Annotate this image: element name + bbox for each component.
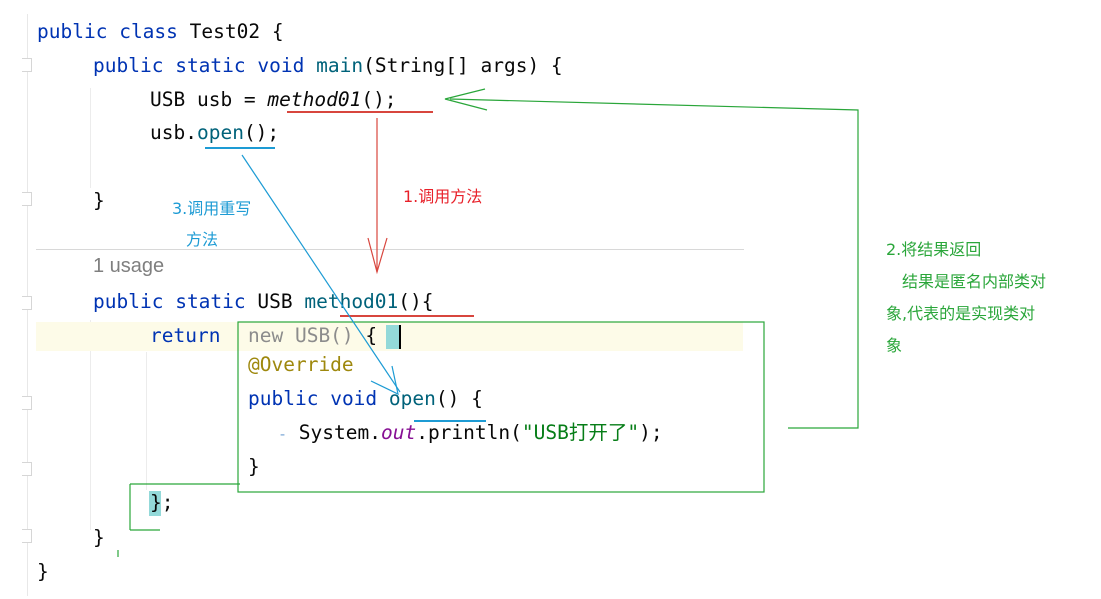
return-arrow-path bbox=[449, 98, 859, 429]
method-separator bbox=[36, 249, 744, 250]
step2-label-line2: 结果是匿名内部类对 bbox=[902, 272, 1047, 291]
anonymous-class-box bbox=[237, 321, 765, 493]
return-arrow-head bbox=[444, 88, 488, 111]
override-arrow-shaft bbox=[241, 154, 401, 393]
method01-decl-name: method01 bbox=[304, 290, 399, 313]
fold-marker[interactable] bbox=[22, 296, 32, 310]
usage-hint[interactable]: 1 usage bbox=[93, 255, 165, 277]
code-line-usb-assign[interactable]: USB usb = method01(); bbox=[150, 88, 397, 111]
step3-label-line2: 方法 bbox=[186, 230, 219, 249]
step3-label-line1: 3.调用重写 bbox=[172, 199, 252, 218]
code-editor[interactable]: public class Test02 { public static void… bbox=[0, 0, 745, 599]
indent-guide bbox=[90, 88, 91, 188]
code-line-open-decl[interactable]: public void open() { bbox=[248, 387, 483, 410]
open-decl-name: open bbox=[388, 387, 436, 410]
open-decl-underline bbox=[414, 420, 486, 422]
fold-marker[interactable] bbox=[22, 58, 32, 72]
code-line-main-decl[interactable]: public static void main(String[] args) { bbox=[93, 54, 563, 77]
step2-label-line1: 2.将结果返回 bbox=[886, 240, 982, 259]
open-call: open bbox=[196, 121, 244, 144]
code-line-println[interactable]: - System.out.println("USB打开了"); bbox=[278, 421, 663, 444]
step2-label-line3: 象,代表的是实现类对 bbox=[886, 304, 1036, 323]
fold-marker[interactable] bbox=[22, 462, 32, 476]
code-line-class-decl[interactable]: public class Test02 { bbox=[37, 20, 284, 43]
code-line-return[interactable]: return bbox=[150, 324, 221, 347]
indent-guide bbox=[90, 320, 91, 530]
open-call-underline bbox=[205, 147, 275, 149]
call-arrow-head bbox=[367, 237, 388, 275]
fold-marker[interactable] bbox=[22, 396, 32, 410]
code-line-open-call[interactable]: usb.open(); bbox=[150, 121, 280, 144]
code-line-method01-close[interactable]: } bbox=[93, 526, 105, 549]
code-line-method01-decl[interactable]: public static USB method01(){ bbox=[93, 290, 434, 313]
method01-call-underline bbox=[287, 111, 433, 113]
folded-new-usb[interactable]: new USB() { bbox=[248, 324, 378, 347]
code-line-class-close[interactable]: } bbox=[37, 560, 49, 583]
code-line-close-brace[interactable]: } bbox=[93, 189, 105, 212]
brace-match-highlight bbox=[149, 491, 161, 516]
indent-guide bbox=[146, 352, 147, 490]
method01-call: method01 bbox=[267, 88, 362, 111]
fold-marker[interactable] bbox=[22, 192, 32, 206]
code-line-anon-close[interactable]: }; bbox=[150, 491, 174, 514]
code-line-override[interactable]: @Override bbox=[248, 353, 354, 376]
override-arrow-head bbox=[370, 365, 399, 396]
method01-decl-underline bbox=[340, 315, 474, 317]
step2-label-line4: 象 bbox=[886, 336, 903, 355]
text-caret bbox=[399, 325, 401, 349]
step1-label: 1.调用方法 bbox=[403, 187, 483, 206]
brace-match-highlight bbox=[386, 325, 401, 349]
code-line-open-close[interactable]: } bbox=[248, 455, 260, 478]
fold-marker[interactable] bbox=[22, 529, 32, 543]
